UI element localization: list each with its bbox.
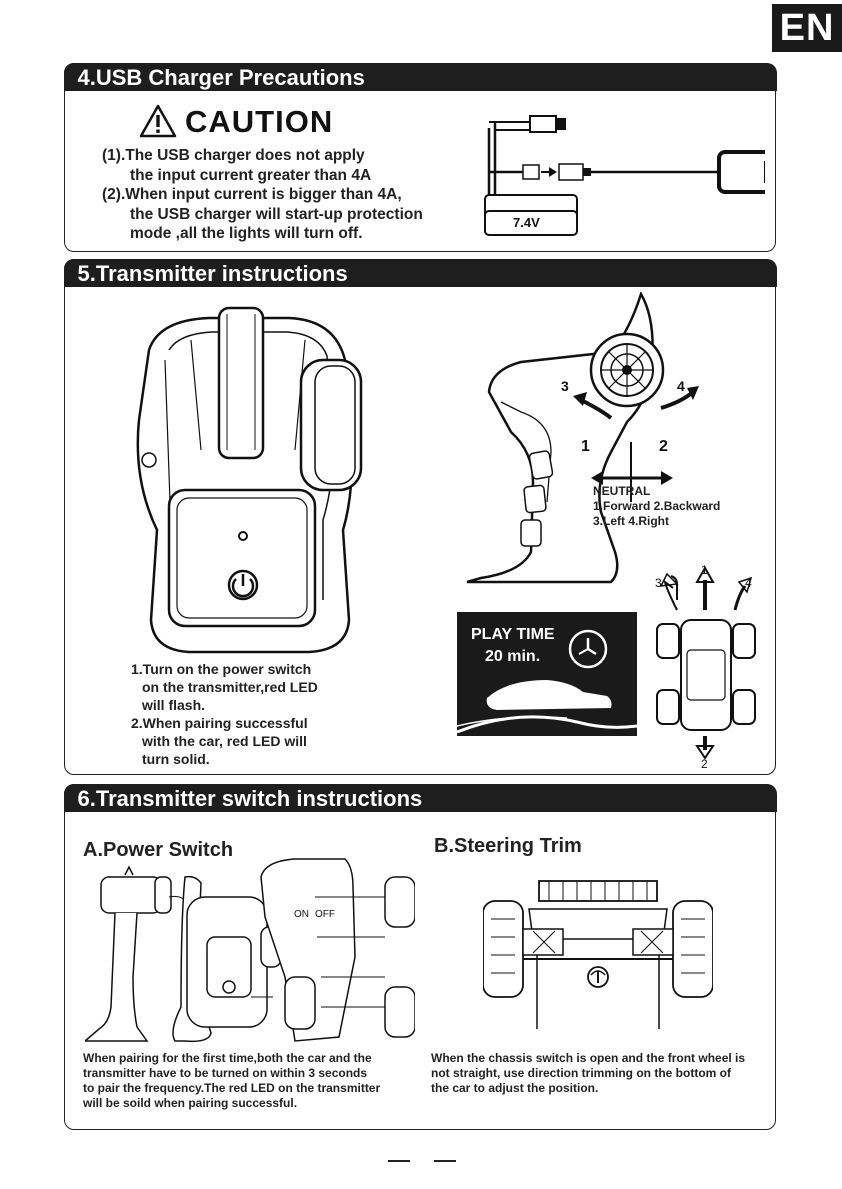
section-title: 6.Transmitter switch instructions xyxy=(63,783,777,812)
step-line: will flash. xyxy=(142,697,206,713)
transmitter-steps: 1.Turn on the power switch on the transm… xyxy=(131,660,318,768)
car-number-1: 1 xyxy=(701,563,708,577)
caution-line: the USB charger will start-up protection xyxy=(130,205,423,223)
wheel-number-4: 4 xyxy=(677,378,685,394)
caution-line: the input current greater than 4A xyxy=(130,166,372,184)
step-line: on the transmitter,red LED xyxy=(142,679,318,695)
transmitter-front-illustration xyxy=(136,306,363,654)
play-time-panel: PLAY TIME 20 min. xyxy=(457,612,637,736)
description-line: not straight, use direction trimming on … xyxy=(431,1066,731,1080)
step-line: 1.Turn on the power switch xyxy=(131,661,312,677)
section-title: 5.Transmitter instructions xyxy=(63,258,777,287)
direction-line: 3.Left 4.Right xyxy=(593,514,670,528)
on-label: ON xyxy=(294,909,309,920)
power-switch-illustration xyxy=(85,858,415,1043)
step-line: with the car, red LED will xyxy=(142,733,307,749)
caution-text: (1).The USB charger does not apply the i… xyxy=(102,146,423,244)
transmitter-section: 5.Transmitter instructions 1.Turn on the… xyxy=(63,258,777,775)
direction-line: 1.Forward 2.Backward xyxy=(593,499,721,513)
caution-line: (1).The USB charger does not apply xyxy=(102,147,365,164)
description-line: will be soild when pairing successful. xyxy=(83,1096,298,1110)
trigger-number-2: 2 xyxy=(659,438,668,455)
steering-trim-title: B.Steering Trim xyxy=(434,835,582,857)
power-switch-description: When pairing for the first time,both the… xyxy=(83,1051,380,1111)
section-title: 4.USB Charger Precautions xyxy=(63,62,777,91)
description-line: transmitter have to be turned on within … xyxy=(83,1066,368,1080)
car-number-4: 4 xyxy=(745,576,752,590)
usb-charger-section: 4.USB Charger Precautions CAUTION (1).Th… xyxy=(63,62,777,252)
car-number-2: 2 xyxy=(701,757,708,771)
transmitter-side-illustration xyxy=(466,292,699,584)
power-switch-title: A.Power Switch xyxy=(83,839,234,861)
steering-trim-illustration xyxy=(483,880,713,1029)
direction-legend: NEUTRAL 1.Forward 2.Backward 3.Left 4.Ri… xyxy=(593,484,720,529)
page-marker-dash xyxy=(434,1160,456,1162)
car-top-view-illustration xyxy=(656,565,756,760)
battery-voltage: 7.4V xyxy=(513,215,540,230)
car-number-3: 3 xyxy=(655,576,662,590)
page-marker-dash xyxy=(388,1160,410,1162)
clock-icon xyxy=(568,629,608,669)
caution-line: mode ,all the lights will turn off. xyxy=(130,225,363,242)
car-silhouette-icon xyxy=(457,680,637,734)
play-time-label: PLAY TIME xyxy=(471,626,555,643)
caution-heading: CAUTION xyxy=(185,104,334,139)
warning-icon xyxy=(139,104,177,138)
wheel-number-3: 3 xyxy=(561,378,569,394)
description-line: When the chassis switch is open and the … xyxy=(431,1051,746,1065)
switch-section: 6.Transmitter switch instructions A.Powe… xyxy=(63,783,777,1130)
usb-charger-illustration xyxy=(484,115,765,236)
description-line: to pair the frequency.The red LED on the… xyxy=(83,1081,381,1095)
off-label: OFF xyxy=(315,909,335,920)
neutral-label: NEUTRAL xyxy=(593,484,651,498)
step-line: 2.When pairing successful xyxy=(131,715,308,731)
play-time-value: 20 min. xyxy=(485,648,541,665)
step-line: turn solid. xyxy=(142,751,210,767)
description-line: the car to adjust the position. xyxy=(431,1081,599,1095)
caution-line: (2).When input current is bigger than 4A… xyxy=(102,186,402,203)
language-badge: EN xyxy=(772,4,842,52)
description-line: When pairing for the first time,both the… xyxy=(83,1051,372,1065)
steering-trim-description: When the chassis switch is open and the … xyxy=(431,1051,745,1096)
trigger-number-1: 1 xyxy=(581,438,590,455)
